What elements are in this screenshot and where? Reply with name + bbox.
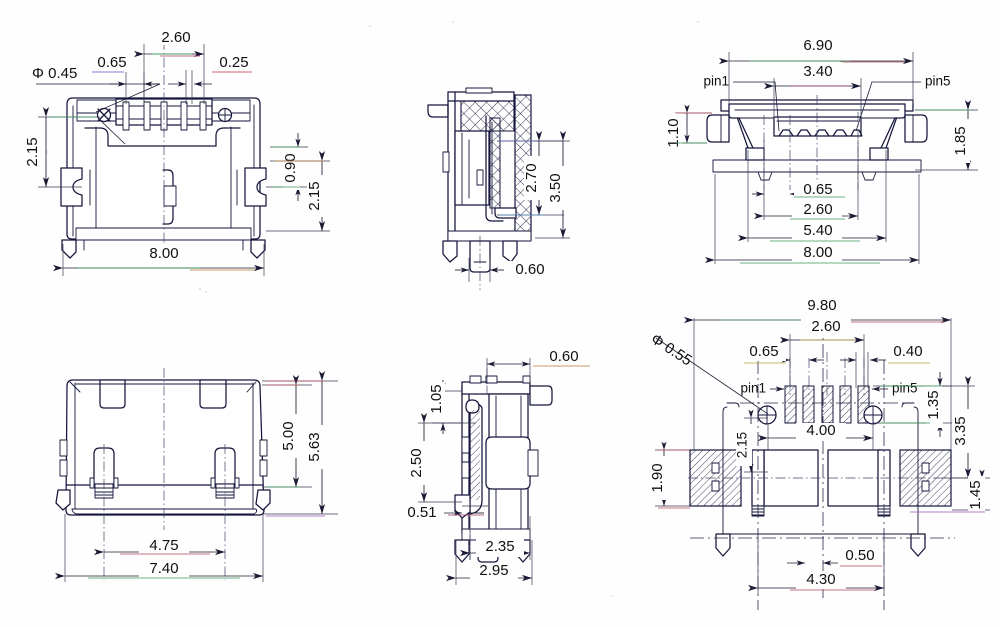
dim-label-mating-1-85: 1.85 <box>952 126 969 155</box>
dim-label-footprint-3-35: 3.35 <box>952 416 969 445</box>
dim-label-mating-0-65: 0.65 <box>803 181 832 198</box>
dim-mating-3-40: 3.40 <box>764 62 862 120</box>
dim-label-mating-pin5: pin5 <box>925 74 951 89</box>
dim-front-8-00: 8.00 <box>53 243 265 276</box>
callout-mating-pin1: pin1 <box>703 74 780 132</box>
dim-label-footprint-1-35: 1.35 <box>925 390 942 419</box>
dim-rear-5-63: 5.63 <box>262 371 338 517</box>
dim-footprint-0-40: 0.40 <box>840 343 930 388</box>
dim-profile-2-50: 2.50 <box>408 413 462 503</box>
dim-mating-0-65: 0.65 <box>752 181 845 200</box>
dim-label-profile-0-51: 0.51 <box>407 504 436 521</box>
dim-label-profile-2-95: 2.95 <box>479 562 508 579</box>
dim-label-front-phi-0-45: Φ 0.45 <box>32 65 77 82</box>
dim-label-front-0-25: 0.25 <box>219 54 248 71</box>
dim-label-mating-5-40: 5.40 <box>803 222 832 239</box>
dim-footprint-1-45: 1.45 <box>910 469 990 518</box>
dim-mating-2-60: 2.60 <box>754 140 859 220</box>
dim-label-side-2-70: 2.70 <box>523 163 540 192</box>
callout-footprint-pin1: pin1 <box>740 381 785 396</box>
dim-footprint-1-35: 1.35 <box>873 372 952 437</box>
side-profile-geometry <box>454 375 553 563</box>
dim-footprint-4-30: 4.30 <box>748 540 885 595</box>
dim-front-0-25: 0.25 <box>168 53 256 104</box>
dim-side-0-60: 0.60 <box>455 258 554 282</box>
dim-label-footprint-9-80: 9.80 <box>807 297 836 314</box>
dim-label-footprint-1-90: 1.90 <box>649 463 666 492</box>
dim-label-mating-6-90: 6.90 <box>803 37 832 54</box>
dim-footprint-3-35: 3.35 <box>942 376 975 479</box>
dim-footprint-4-00: 4.00 <box>758 422 874 450</box>
dim-profile-0-51: 0.51 <box>400 504 488 522</box>
dim-label-profile-0-60: 0.60 <box>549 348 578 365</box>
dim-label-footprint-2-15: 2.15 <box>735 432 750 458</box>
dim-label-mating-2-60: 2.60 <box>803 201 832 218</box>
front-view-geometry <box>60 97 267 259</box>
dim-label-front-0-65: 0.65 <box>97 54 126 71</box>
dim-mating-1-10: 1.10 <box>665 104 712 155</box>
dim-label-front-8-00: 8.00 <box>149 245 178 262</box>
mating-face-view: 6.90 3.40 pin1 pin5 1.10 1.85 <box>665 36 978 264</box>
dim-label-rear-7-40: 7.40 <box>149 560 178 577</box>
dim-label-footprint-0-65: 0.65 <box>749 343 778 360</box>
dim-rear-7-40: 7.40 <box>55 514 264 582</box>
callout-footprint-pin5: pin5 <box>871 381 918 396</box>
dim-label-profile-2-50: 2.50 <box>408 448 425 477</box>
dim-label-profile-2-35: 2.35 <box>485 538 514 555</box>
dim-footprint-1-90: 1.90 <box>649 441 690 509</box>
dim-label-mating-8-00: 8.00 <box>803 244 832 261</box>
dim-footprint-2-15: 2.15 <box>735 409 768 473</box>
dim-front-2-15-right: 2.15 <box>266 151 330 232</box>
callout-front-phi-0-45: Φ 0.45 <box>32 65 161 145</box>
dim-side-3-50: 3.50 <box>535 131 570 239</box>
dim-mating-6-90: 6.90 <box>719 36 914 104</box>
dim-label-footprint-pin1: pin1 <box>740 381 766 396</box>
dim-label-rear-5-00: 5.00 <box>280 421 297 450</box>
dim-profile-2-95: 2.95 <box>446 540 533 585</box>
front-view-contacts <box>122 101 207 131</box>
dim-label-footprint-4-00: 4.00 <box>806 422 835 439</box>
side-section-view: 2.70 3.50 0.60 <box>427 87 570 290</box>
dim-mating-5-40: 5.40 <box>738 150 887 242</box>
dim-footprint-0-65: 0.65 <box>742 343 824 364</box>
dim-side-2-70: 2.70 <box>497 131 564 216</box>
dim-label-rear-5-63: 5.63 <box>306 432 323 461</box>
dim-mating-8-00: 8.00 <box>705 174 920 264</box>
dim-profile-2-35: 2.35 <box>460 516 531 560</box>
dim-label-footprint-4-30: 4.30 <box>806 571 835 588</box>
dim-front-0-65: 0.65 <box>90 53 160 104</box>
callout-mating-pin5: pin5 <box>855 74 951 132</box>
rear-view-geometry <box>55 379 271 516</box>
dim-profile-0-60: 0.60 <box>486 348 590 384</box>
dim-label-mating-pin1: pin1 <box>703 74 729 89</box>
dim-label-front-2-15-left: 2.15 <box>24 137 41 166</box>
pcb-footprint-view: 9.80 2.60 0.65 0.40 Φ 0.55 pin1 <box>648 296 990 610</box>
dim-label-rear-4-75: 4.75 <box>149 537 178 554</box>
dim-label-side-0-60: 0.60 <box>515 261 544 278</box>
dim-front-2-15-left: 2.15 <box>24 107 100 188</box>
dim-footprint-0-50: 0.50 <box>787 547 882 567</box>
dim-rear-4-75: 4.75 <box>94 537 225 556</box>
dim-profile-1-05: 1.05 <box>428 380 476 434</box>
dim-label-side-3-50: 3.50 <box>547 173 564 202</box>
dim-label-footprint-0-40: 0.40 <box>893 343 922 360</box>
dim-footprint-2-60: 2.60 <box>780 318 865 388</box>
dim-label-footprint-1-45: 1.45 <box>967 480 984 509</box>
dim-label-mating-3-40: 3.40 <box>803 63 832 80</box>
footprint-holes <box>757 405 883 425</box>
dim-mating-1-85: 1.85 <box>915 100 978 171</box>
dim-label-footprint-0-50: 0.50 <box>845 547 874 564</box>
dim-rear-5-00: 5.00 <box>262 375 312 488</box>
front-view: 2.60 0.65 0.25 Φ 0.45 2.15 <box>24 28 330 276</box>
dim-label-footprint-pin5: pin5 <box>892 381 918 396</box>
rear-view: 5.00 5.63 4.75 7.40 <box>55 368 338 582</box>
dim-label-footprint-2-60: 2.60 <box>811 318 840 335</box>
dim-label-profile-1-05: 1.05 <box>428 384 445 413</box>
dim-label-mating-1-10: 1.10 <box>665 118 682 147</box>
dim-label-front-2-15-right: 2.15 <box>306 181 323 210</box>
dim-label-front-2-60: 2.60 <box>161 29 190 46</box>
dim-label-front-0-90: 0.90 <box>282 153 299 182</box>
side-profile-view: 0.60 1.05 2.50 0.51 2.35 <box>400 348 590 585</box>
